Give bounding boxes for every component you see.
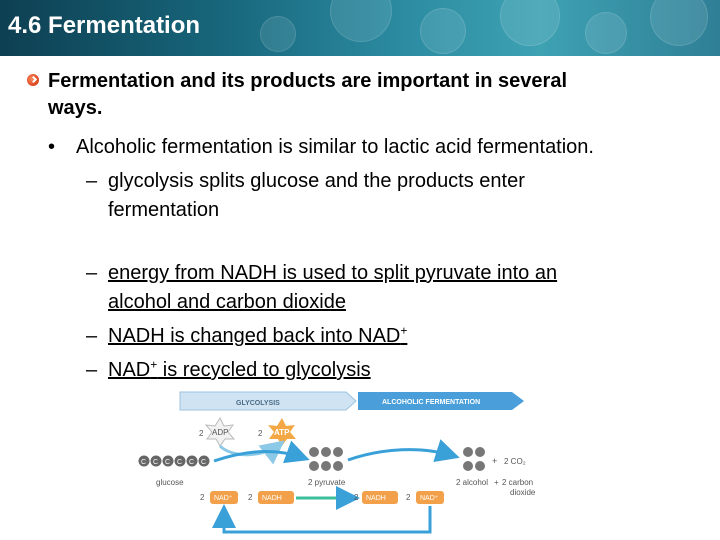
nad-box [210, 491, 238, 504]
nad-label: NAD⁺ [420, 495, 439, 502]
dash-glyph: – [86, 170, 98, 192]
glycolysis-arrow [213, 440, 310, 464]
slide-title: 4.6 Fermentation [8, 12, 201, 39]
cell-decoration [260, 16, 296, 52]
fermentation-arrow [347, 439, 460, 463]
dash-glyph: – [86, 325, 98, 347]
sub-point-2-line-2: alcohol and carbon dioxide [108, 291, 346, 313]
superscript-plus: + [150, 357, 158, 372]
sub-point-4-text-a: NAD [108, 359, 151, 381]
orange-bullet-icon [27, 74, 39, 86]
cell-decoration [420, 8, 466, 54]
carbon-atom: C [153, 459, 158, 466]
nad-count: 2 [200, 493, 205, 502]
cell-decoration [650, 0, 708, 46]
nadh-box [258, 491, 294, 504]
sub-point-3-text: NADH is changed back into NAD [108, 325, 401, 347]
carbon-atom: C [189, 459, 194, 466]
carbon-atom: C [141, 459, 146, 466]
co2-label: 2 CO₂ [504, 457, 526, 466]
nadh-label: NADH [366, 495, 386, 502]
nadh-count: 2 [354, 493, 359, 502]
atp-count: 2 [258, 429, 263, 438]
nad-label: NAD⁺ [214, 495, 233, 502]
carbon-atom: C [165, 459, 170, 466]
slide-header: 4.6 Fermentation [0, 0, 720, 56]
bullet-glyph: • [48, 136, 56, 158]
alcoholic-fermentation-diagram: GLYCOLYSIS ALCOHOLIC FERMENTATION 2 ADP … [138, 391, 536, 534]
glucose-label: glucose [156, 478, 184, 487]
cell-decoration [500, 0, 560, 46]
sub-point-1-line-2: fermentation [108, 199, 220, 221]
nadh-box [362, 491, 398, 504]
main-point-line-2: ways. [48, 97, 103, 119]
atp-burst-icon [268, 418, 296, 446]
superscript-plus: + [400, 323, 408, 338]
dash-glyph: – [86, 262, 98, 284]
nadh-count: 2 [248, 493, 253, 502]
nad-recycle-arrow [212, 504, 432, 534]
pyruvate-molecules [309, 447, 343, 471]
cell-decoration [585, 12, 627, 54]
cell-decoration [330, 0, 392, 42]
carbon-atom: C [201, 459, 206, 466]
sub-point-2-line-1: energy from NADH is used to split pyruva… [108, 262, 558, 284]
nadh-label: NADH [262, 495, 282, 502]
pyruvate-label: 2 pyruvate [308, 478, 346, 487]
plus-sign: + [494, 478, 499, 487]
alcohol-molecules [463, 447, 485, 471]
plus-sign: + [492, 456, 497, 466]
sub-point-4-text-b: is recycled to glycolysis [157, 359, 371, 381]
adp-label: ADP [212, 428, 228, 437]
main-point-line-1: Fermentation and its products are import… [48, 70, 568, 92]
nad-count: 2 [406, 493, 411, 502]
nad-box [416, 491, 444, 504]
alcohol-label: 2 alcohol [456, 478, 488, 487]
adp-to-atp-arrow [218, 440, 285, 465]
sub-point-3: NADH is changed back into NAD+ [108, 323, 408, 348]
fermentation-label: ALCOHOLIC FERMENTATION [382, 399, 480, 406]
dioxide-label: dioxide [510, 488, 536, 497]
carbon-atom: C [177, 459, 182, 466]
sub-point-4: NAD+ is recycled to glycolysis [108, 357, 371, 382]
fermentation-bar [358, 392, 524, 410]
bullet-alcoholic-fermentation: Alcoholic fermentation is similar to lac… [76, 136, 594, 158]
glycolysis-label: GLYCOLYSIS [236, 400, 280, 407]
glycolysis-bar [179, 391, 357, 411]
sub-point-1-line-1: glycolysis splits glucose and the produc… [108, 170, 525, 192]
adp-count: 2 [199, 429, 204, 438]
glucose-molecule: C C C C C C [138, 455, 210, 467]
atp-label: ATP [274, 428, 290, 437]
dash-glyph: – [86, 359, 98, 381]
carbon-label: 2 carbon [502, 478, 533, 487]
